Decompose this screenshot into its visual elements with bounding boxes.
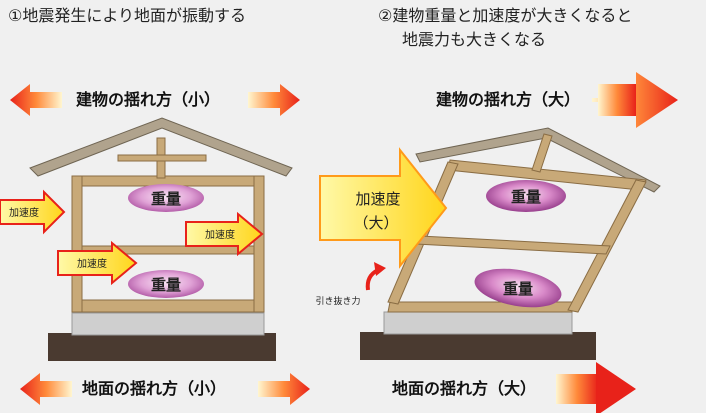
accel-arrow-1 — [0, 189, 66, 235]
pullout-arrow-head — [374, 262, 386, 276]
left-sway-arrows-top — [10, 84, 300, 116]
accel-arrow-big — [319, 147, 448, 269]
right-sway-arrow-bottom — [596, 362, 636, 413]
left-ground-sway-label: 地面の揺れ方（小） — [82, 379, 227, 398]
accel-arrow-3 — [185, 211, 264, 257]
right-ground-sway-label: 地面の揺れ方（大） — [392, 379, 537, 398]
left-sway-arrows-bottom — [20, 373, 310, 405]
left-heading: ①地震発生により地面が振動する — [8, 6, 247, 25]
accel-big-label-2: （大） — [353, 214, 398, 232]
accel-big-label-1: 加速度 — [355, 190, 400, 208]
right-building-sway-label: 建物の揺れ方（大） — [436, 90, 581, 109]
right-sway-arrow-top-body — [598, 84, 636, 116]
right-weight-upper — [486, 180, 566, 212]
left-building-sway-label: 建物の揺れ方（小） — [76, 90, 221, 109]
accel-arrow-3-label: 加速度 — [205, 228, 235, 241]
pullout-label: 引き抜き力 — [315, 295, 360, 307]
left-weight-upper-label: 重量 — [151, 190, 181, 208]
right-weight-lower-label: 重量 — [503, 280, 533, 298]
accel-arrow-1-label: 加速度 — [9, 206, 39, 219]
left-house — [29, 117, 293, 361]
accel-arrow-2-label: 加速度 — [77, 257, 107, 270]
left-weight-lower-label: 重量 — [151, 276, 181, 294]
right-sway-arrow-bottom-body — [556, 374, 598, 404]
left-weight-upper — [128, 184, 204, 212]
right-weight-upper-label: 重量 — [511, 188, 541, 206]
right-heading-line1: ②建物重量と加速度が大きくなると — [378, 6, 633, 25]
right-weight-lower — [474, 268, 562, 308]
left-weight-lower — [128, 270, 204, 298]
accel-arrow-2 — [57, 240, 138, 286]
right-heading-line2: 地震力も大きくなる — [402, 30, 547, 49]
